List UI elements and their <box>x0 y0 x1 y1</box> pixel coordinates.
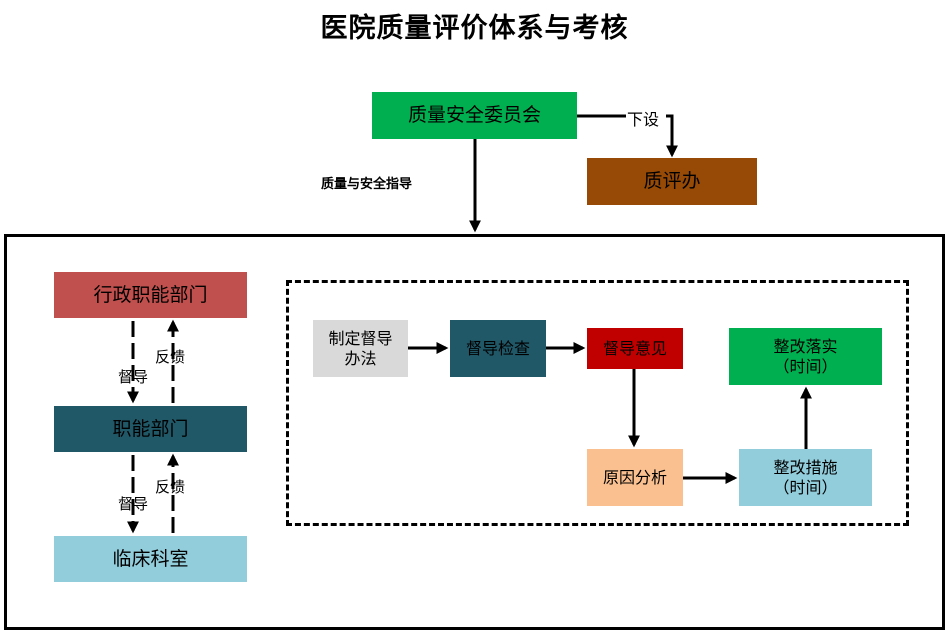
cause-analysis-box[interactable]: 原因分析 <box>587 449 683 506</box>
guidance-label: 质量与安全指导 <box>321 177 413 192</box>
clinical-department-box[interactable]: 临床科室 <box>54 536 247 582</box>
committee-label: 质量安全委员会 <box>407 104 541 127</box>
measures-box[interactable]: 整改措施 （时间） <box>739 449 872 506</box>
opinion-box[interactable]: 督导意见 <box>587 328 683 369</box>
implementation-label-line2: （时间） <box>773 356 838 376</box>
xiashe-label: 下设 <box>627 110 660 129</box>
opinion-label: 督导意见 <box>602 338 667 358</box>
committee-to-office-arrow-tail <box>666 114 678 158</box>
committee-box[interactable]: 质量安全委员会 <box>372 92 577 139</box>
inspection-label: 督导检查 <box>465 338 530 358</box>
admin-department-box[interactable]: 行政职能部门 <box>54 272 247 318</box>
office-label: 质评办 <box>643 170 701 193</box>
main-frame <box>4 234 945 630</box>
clinical-department-label: 临床科室 <box>112 547 189 570</box>
page-title: 医院质量评价体系与考核 <box>320 13 629 44</box>
office-box[interactable]: 质评办 <box>587 158 757 205</box>
method-label-line2: 办法 <box>344 348 377 368</box>
cause-analysis-label: 原因分析 <box>602 467 667 487</box>
functional-department-box[interactable]: 职能部门 <box>54 406 247 452</box>
implementation-box[interactable]: 整改落实 （时间） <box>729 328 882 385</box>
method-label-line1: 制定督导 <box>328 329 393 349</box>
functional-department-label: 职能部门 <box>112 417 189 440</box>
supervision-process-frame <box>286 280 909 526</box>
feedback-label-1: 反馈 <box>155 348 186 366</box>
method-box[interactable]: 制定督导 办法 <box>313 320 408 377</box>
inspection-box[interactable]: 督导检查 <box>450 320 546 377</box>
measures-label-line2: （时间） <box>773 477 838 497</box>
implementation-label-line1: 整改落实 <box>773 337 838 357</box>
feedback-label-2: 反馈 <box>155 478 186 496</box>
admin-department-label: 行政职能部门 <box>93 283 208 306</box>
measures-label-line1: 整改措施 <box>773 458 838 478</box>
